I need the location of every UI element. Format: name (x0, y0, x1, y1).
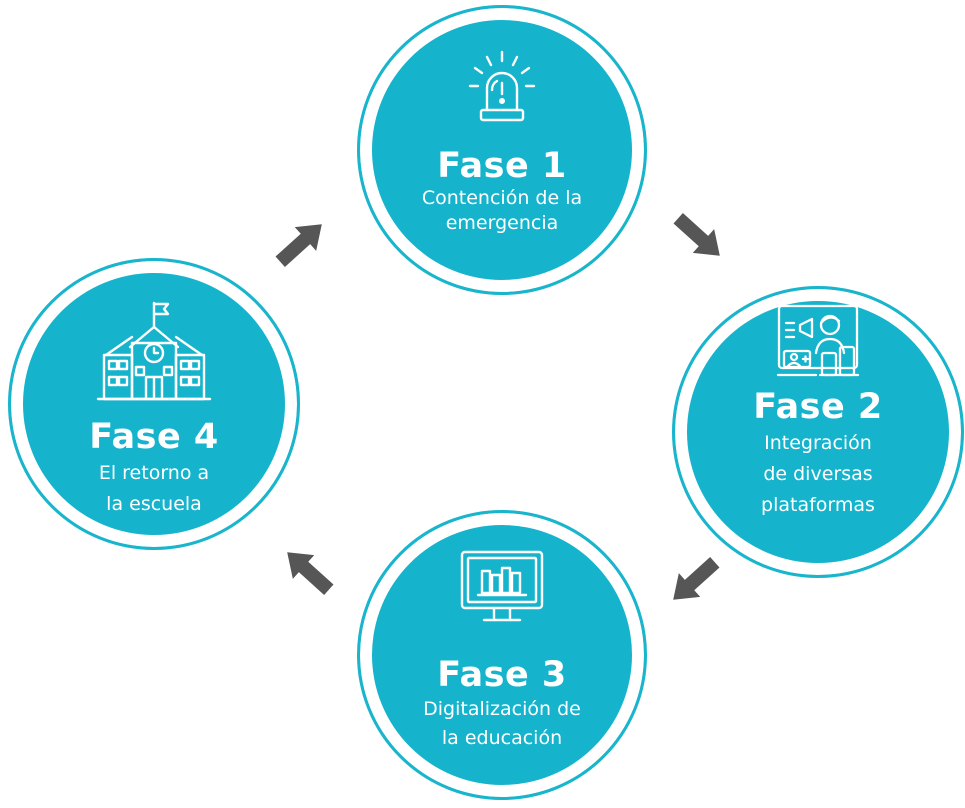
phase-3-title: Fase 3 (437, 655, 567, 695)
phase-2-desc-line-1: Integración (764, 432, 872, 454)
phase-4-circle: Fase 4 El retorno a la escuela (8, 258, 300, 550)
phase-4-desc-line-2: la escuela (106, 493, 202, 515)
alarm-siren-icon (468, 50, 536, 122)
online-teacher-icon (776, 304, 860, 377)
monitor-books-icon (460, 550, 544, 622)
phase-1-title: Fase 1 (437, 146, 567, 186)
school-building-icon (96, 301, 212, 401)
arrow-phase4-to-phase1 (275, 224, 322, 267)
phase-3-desc-line-2: la educación (441, 727, 563, 749)
phase-2-title: Fase 2 (753, 387, 883, 427)
phase-1-desc-line-1: Contención de la (421, 187, 583, 209)
phase-4-title: Fase 4 (89, 417, 219, 457)
arrow-phase3-to-phase4 (287, 552, 334, 595)
phase-4-desc-line-1: El retorno a (98, 462, 210, 484)
arrow-phase2-to-phase3 (673, 557, 720, 600)
phase-2-circle: Fase 2 Integración de diversas plataform… (672, 286, 964, 578)
arrow-phase1-to-phase2 (673, 213, 720, 256)
phase-3-desc-line-1: Digitalización de (423, 698, 581, 720)
phase-2-desc-line-2: de diversas (763, 463, 873, 485)
phase-1-desc-line-2: emergencia (445, 212, 559, 234)
phase-3-circle: Fase 3 Digitalización de la educación (357, 510, 647, 800)
phase-2-desc-line-3: plataformas (761, 494, 875, 516)
phase-1-circle: Fase 1 Contención de la emergencia (357, 5, 647, 295)
